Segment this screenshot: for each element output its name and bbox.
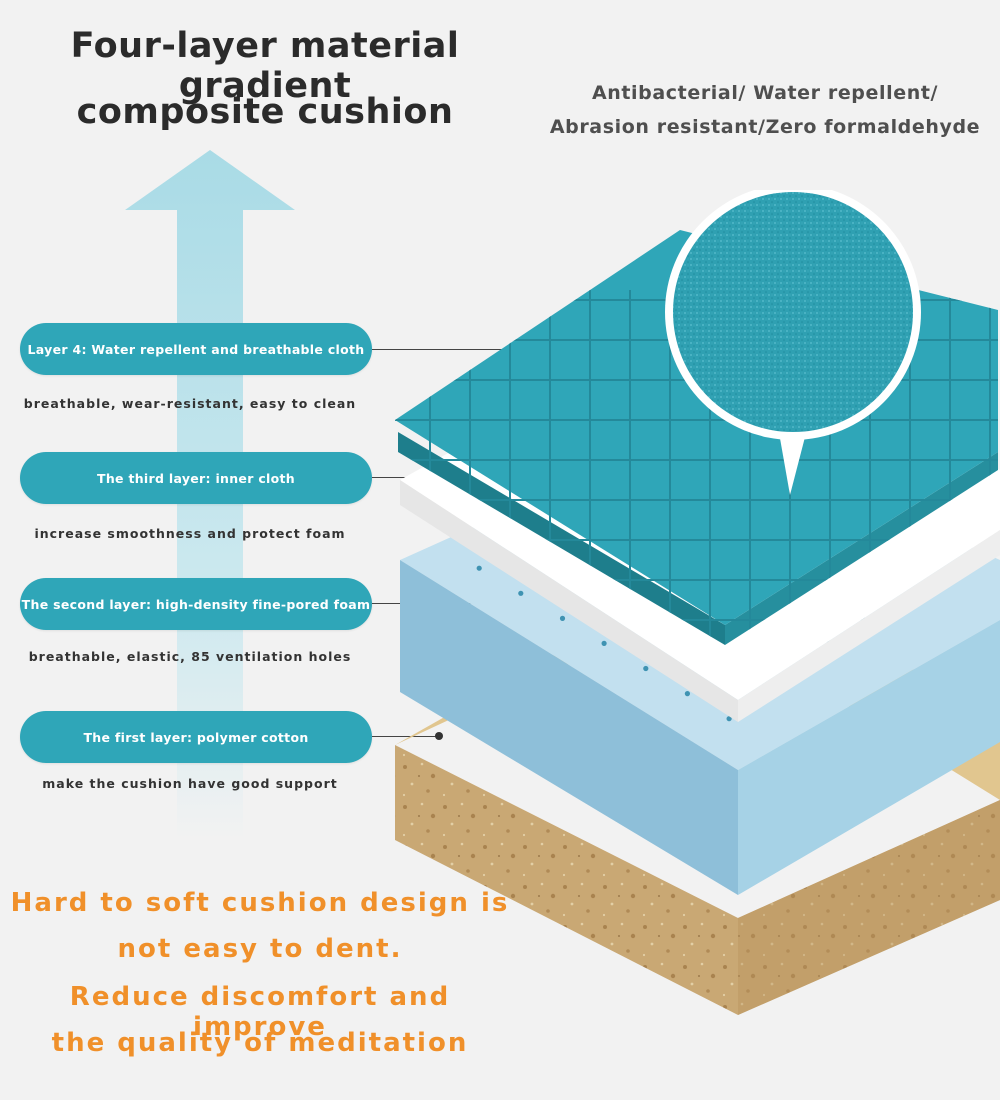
layer-1-leader	[372, 736, 438, 737]
ventilation-hole	[726, 716, 732, 722]
cushion-layers-illustration	[395, 190, 1000, 1015]
features-line2: Abrasion resistant/Zero formaldehyde	[549, 116, 981, 138]
ventilation-hole	[684, 691, 691, 697]
ventilation-hole	[518, 590, 524, 596]
layer-4-leader	[372, 349, 546, 350]
layer-1-label: The first layer: polymer cotton	[20, 711, 372, 763]
features-line1: Antibacterial/ Water repellent/	[591, 82, 939, 104]
tagline-line4: the quality of meditation	[51, 1028, 469, 1058]
layer-3-description: increase smoothness and protect foam	[34, 526, 346, 541]
fabric-zoom-callout	[665, 190, 921, 495]
page-title-line1: Four-layer material gradient	[70, 26, 460, 106]
layer-4-description: breathable, wear-resistant, easy to clea…	[23, 396, 357, 411]
ventilation-hole	[601, 640, 607, 647]
fabric-texture-icon	[673, 192, 913, 432]
ventilation-hole	[643, 665, 649, 672]
ventilation-hole	[559, 615, 566, 622]
ventilation-hole	[476, 565, 482, 571]
tagline-line3: Reduce discomfort and improve	[69, 982, 451, 1042]
layer-1-description: make the cushion have good support	[42, 776, 338, 791]
layer-1-pointer-dot	[435, 732, 443, 740]
layer-4-label: Layer 4: Water repellent and breathable …	[20, 323, 372, 375]
layer-2-label: The second layer: high-density fine-pore…	[20, 578, 372, 630]
layer-3-label: The third layer: inner cloth	[20, 452, 372, 504]
tagline-line1: Hard to soft cushion design is	[10, 888, 510, 918]
page-title-line2: composite cushion	[76, 92, 454, 132]
tagline-line2: not easy to dent.	[117, 934, 403, 964]
layer-2-description: breathable, elastic, 85 ventilation hole…	[28, 649, 352, 664]
